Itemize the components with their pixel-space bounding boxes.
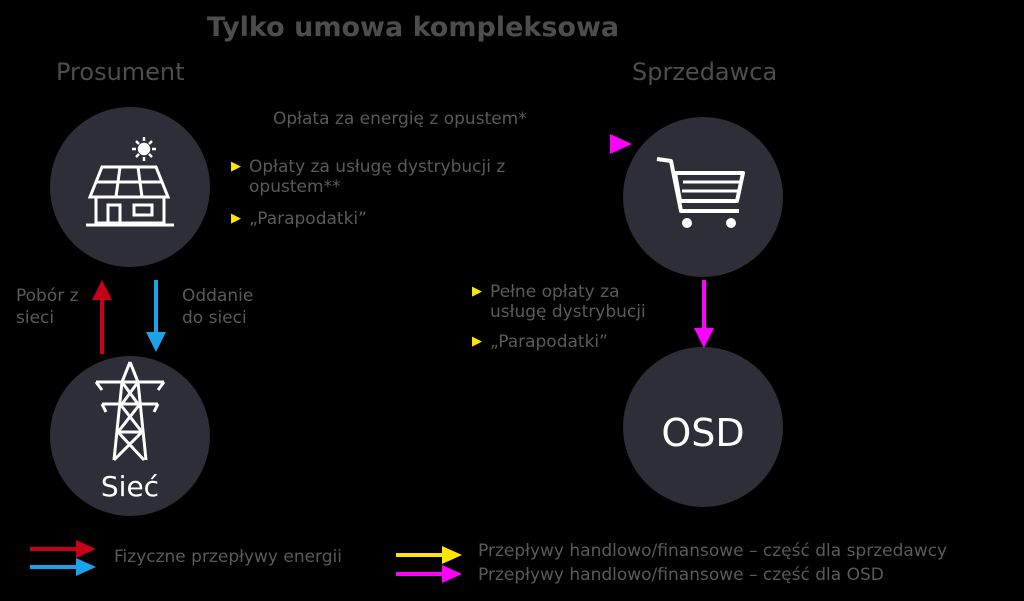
sun-icon <box>132 137 156 161</box>
sprzedawca-circle <box>623 117 783 277</box>
diagram-title: Tylko umowa kompleksowa <box>206 12 620 43</box>
legend-blue-arrow <box>30 558 96 576</box>
osd-label: OSD <box>661 411 745 455</box>
pobor-arrow <box>92 280 112 354</box>
siec-circle: Sieć <box>50 356 210 516</box>
legend-magenta-arrow <box>396 565 462 583</box>
shopping-cart-icon <box>656 157 745 228</box>
sprzedawca-bullets: ▶Pełne opłaty za usługę dystrybucji ▶„Pa… <box>472 282 672 352</box>
prosument-circle <box>50 107 210 267</box>
sprzedawca-label: Sprzedawca <box>632 58 778 86</box>
top-flow-arrow <box>208 134 632 154</box>
legend-osd: Przepływy handlowo/finansowe – część dla… <box>478 565 884 585</box>
prosument-bullets: ▶Opłaty za usługę dystrybucji z opustem*… <box>231 157 551 229</box>
oddanie-label: Oddanie do sieci <box>182 286 254 328</box>
legend-red-arrow <box>30 540 96 558</box>
prosument-bullet-1: ▶Opłaty za usługę dystrybucji z opustem*… <box>231 157 506 197</box>
legend-yellow-arrow <box>396 546 462 564</box>
power-tower-icon <box>94 361 166 462</box>
oddanie-arrow <box>146 280 166 352</box>
legend-seller: Przepływy handlowo/finansowe – część dla… <box>478 541 948 561</box>
osd-flow-arrow <box>694 280 714 348</box>
sprzedawca-bullet-2: ▶„Parapodatki” <box>472 332 608 352</box>
legend-physical: Fizyczne przepływy energii <box>114 547 342 567</box>
pobor-label: Pobór z sieci <box>16 286 79 328</box>
sprzedawca-bullet-1: ▶Pełne opłaty za usługę dystrybucji <box>472 282 646 322</box>
top-arrow-label: Opłata za energię z opustem* <box>273 109 527 129</box>
osd-circle: OSD <box>623 347 783 507</box>
house-solar-icon <box>86 137 174 227</box>
siec-label: Sieć <box>100 470 160 503</box>
prosument-label: Prosument <box>56 58 185 86</box>
prosument-bullet-2: ▶„Parapodatki” <box>231 209 367 229</box>
